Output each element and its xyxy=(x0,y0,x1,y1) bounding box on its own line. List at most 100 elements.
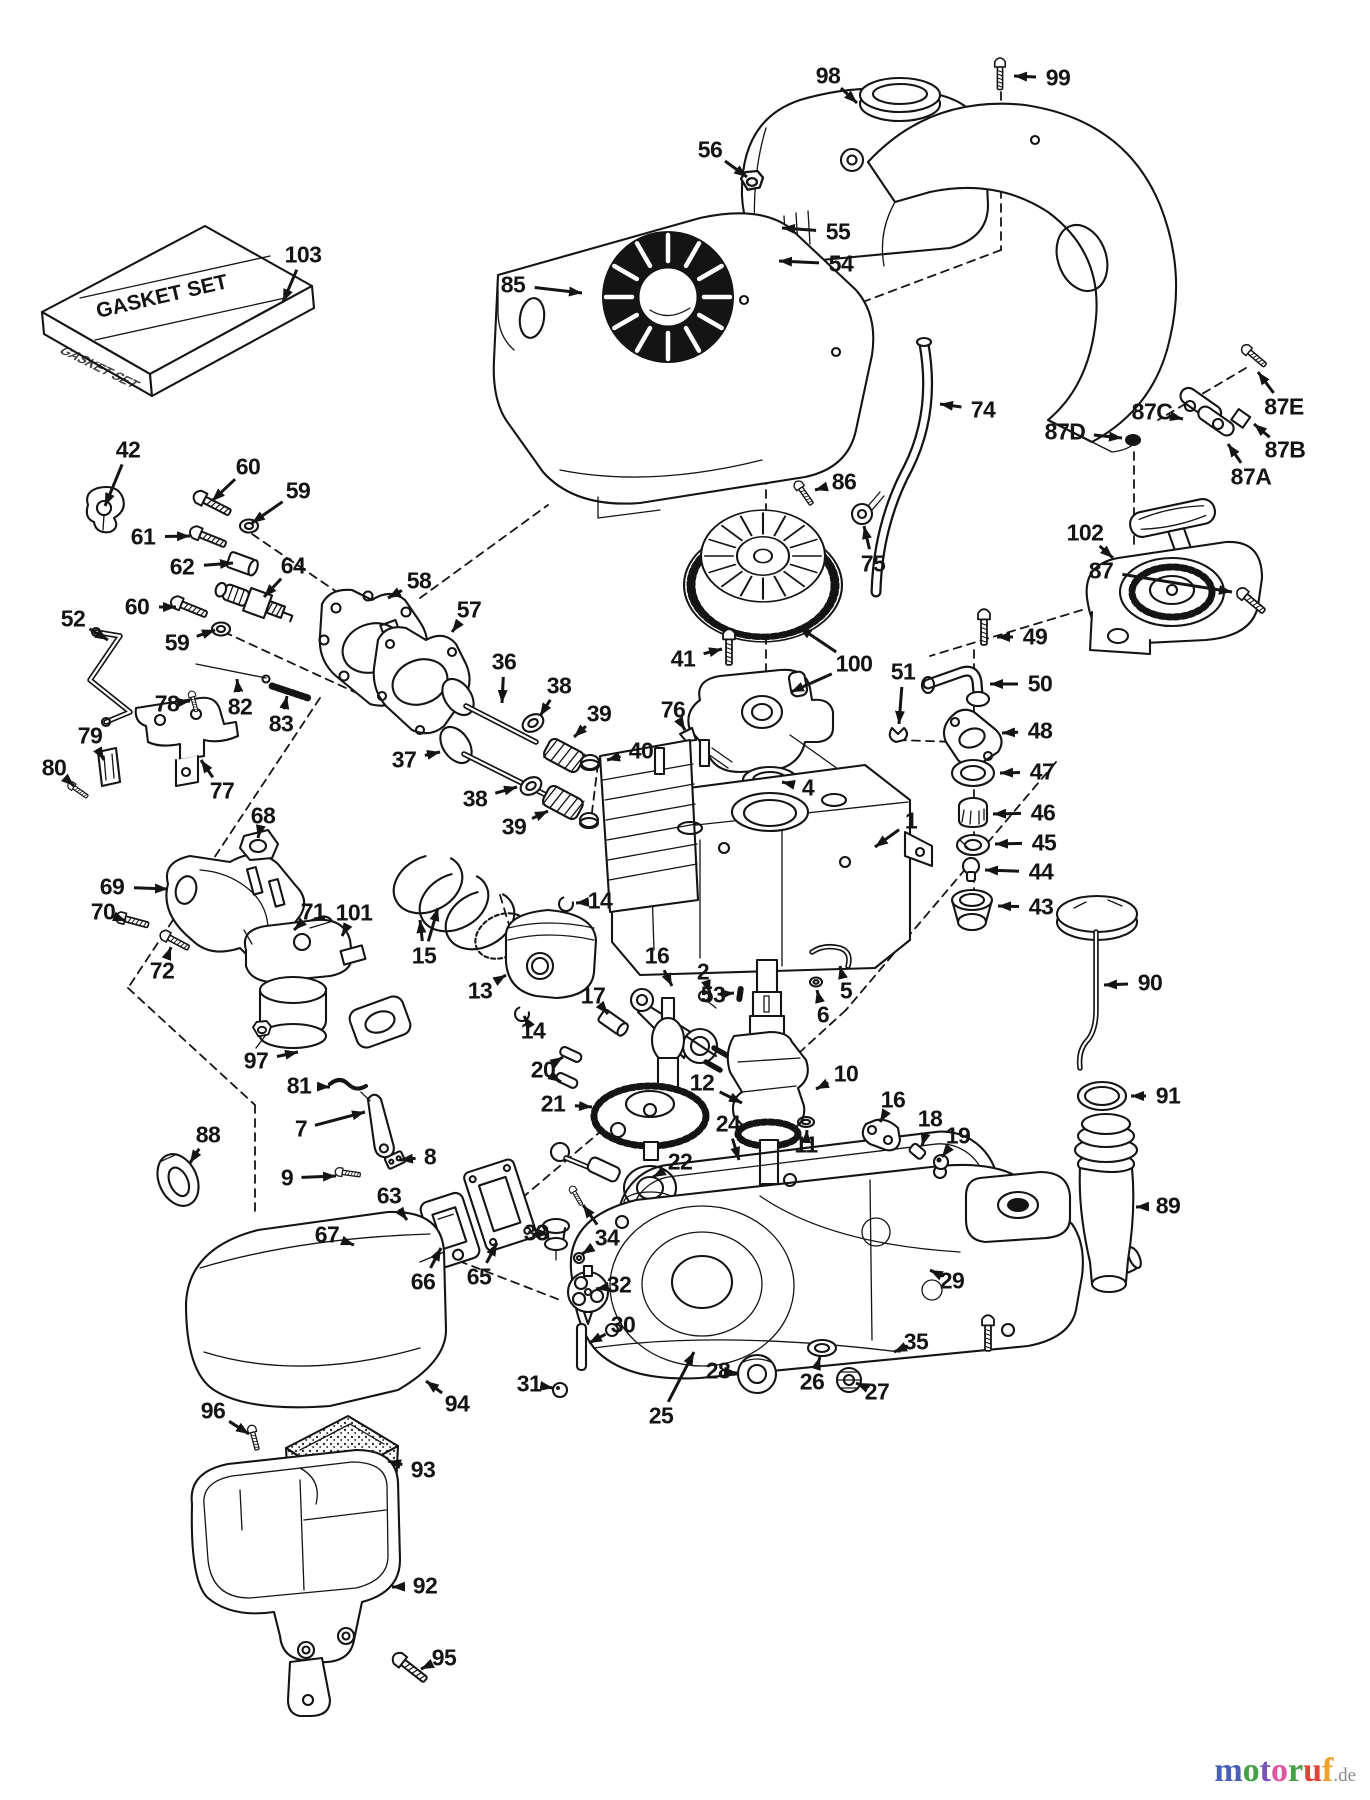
callout-arrow-82 xyxy=(233,678,244,693)
callout-arrow-85 xyxy=(534,286,583,297)
plug-27 xyxy=(835,1366,863,1394)
callout-arrow-12 xyxy=(719,1090,743,1105)
callout-arrow-39 xyxy=(531,809,549,822)
air-cleaner-cover xyxy=(184,1210,448,1409)
pin-clip-14a xyxy=(557,895,575,913)
callout-arrow-39 xyxy=(572,724,587,739)
callout-arrow-88 xyxy=(188,1147,202,1164)
grommet-87d xyxy=(1125,434,1141,446)
callout-arrow-8 xyxy=(399,1153,416,1164)
callout-arrow-62 xyxy=(203,559,234,570)
callout-arrow-45 xyxy=(994,838,1023,849)
callout-arrow-56 xyxy=(724,159,748,179)
spacer-62 xyxy=(225,551,259,577)
callout-arrow-2 xyxy=(701,979,712,994)
engine-side-cover xyxy=(866,102,1178,453)
callout-arrow-20 xyxy=(547,1070,562,1084)
breather-plate-68 xyxy=(238,828,280,862)
callout-arrow-30 xyxy=(588,1332,607,1345)
callout-arrow-15 xyxy=(426,907,440,942)
callout-arrow-99 xyxy=(1013,71,1037,82)
callout-arrow-6 xyxy=(815,989,825,1004)
callout-arrow-31 xyxy=(539,1380,554,1391)
reed-plate-65 xyxy=(463,1158,537,1252)
spring-cap-40a xyxy=(579,753,601,772)
rod-30 xyxy=(575,1322,588,1372)
callout-arrow-52 xyxy=(88,627,109,642)
callout-arrow-67 xyxy=(340,1235,355,1247)
callout-arrow-100 xyxy=(790,672,833,694)
screw-34 xyxy=(567,1184,586,1207)
screw-60a xyxy=(190,487,234,520)
callout-arrow-64 xyxy=(262,577,283,599)
recoil-starter xyxy=(1085,497,1264,656)
callout-arrow-96 xyxy=(228,1420,250,1436)
blower-housing xyxy=(492,212,875,519)
engine-block xyxy=(598,738,934,977)
callout-arrow-55 xyxy=(781,223,817,234)
callout-arrow-16 xyxy=(661,969,674,987)
callout-arrow-47 xyxy=(999,767,1021,778)
callout-arrow-74 xyxy=(939,400,962,411)
callout-arrow-42 xyxy=(103,463,124,507)
callout-arrow-15 xyxy=(416,919,427,942)
breather-elbow-50 xyxy=(920,665,991,708)
callout-arrow-26 xyxy=(811,1356,822,1371)
filter-46 xyxy=(957,796,989,829)
callout-arrow-16 xyxy=(878,1108,891,1123)
callout-arrows xyxy=(61,71,1275,1671)
flange-48 xyxy=(942,708,1003,768)
callout-arrow-76 xyxy=(674,716,687,731)
piston xyxy=(504,908,598,1000)
screw-49 xyxy=(977,608,991,646)
callout-arrow-32 xyxy=(595,1281,610,1292)
callout-arrow-46 xyxy=(992,808,1022,819)
speed-control-linkage xyxy=(1125,386,1252,446)
governor-bracket xyxy=(134,696,240,788)
callout-arrow-68 xyxy=(255,824,266,839)
spring-83 xyxy=(268,682,312,702)
callout-arrow-13 xyxy=(492,973,507,987)
callout-arrow-87E xyxy=(1256,371,1275,394)
screw-86 xyxy=(791,478,817,508)
link-82 xyxy=(195,663,271,684)
callout-arrow-9 xyxy=(301,1171,337,1182)
callout-arrow-10 xyxy=(815,1078,830,1091)
callout-arrow-87 xyxy=(1122,572,1233,595)
callout-arrow-27 xyxy=(855,1381,870,1393)
wrist-pin xyxy=(597,1008,629,1037)
callout-arrow-34 xyxy=(581,1242,596,1256)
governor-spool-2 xyxy=(697,989,717,1009)
washer-59b xyxy=(210,621,232,637)
washer-47 xyxy=(950,758,996,788)
callout-arrow-14 xyxy=(522,1015,535,1030)
watermark-letter: o xyxy=(1270,1752,1288,1789)
callout-arrow-24 xyxy=(730,1138,741,1161)
watermark-logo[interactable]: motoruf.de xyxy=(1214,1752,1356,1790)
clip-51 xyxy=(888,726,909,744)
spring-81 xyxy=(328,1078,368,1091)
watermark-letter: r xyxy=(1287,1752,1304,1789)
screw-99 xyxy=(993,57,1007,91)
callout-arrow-21 xyxy=(574,1101,593,1112)
callout-arrow-57 xyxy=(450,618,464,633)
callout-arrow-59 xyxy=(251,500,284,525)
callout-arrow-60 xyxy=(210,478,237,503)
pin-clip-14b xyxy=(513,1005,531,1023)
ball-31 xyxy=(551,1381,569,1399)
callout-arrow-79 xyxy=(93,746,106,761)
spark-plug xyxy=(214,581,294,623)
callout-arrow-77 xyxy=(199,759,215,779)
governor-rod-52 xyxy=(87,626,133,728)
clip-76 xyxy=(678,726,698,743)
callout-arrow-41 xyxy=(703,647,723,658)
callout-arrow-87D xyxy=(1093,431,1123,442)
callout-arrow-53 xyxy=(720,989,735,1000)
nut-19 xyxy=(932,1153,950,1171)
nut-73 xyxy=(252,1020,272,1038)
callout-arrow-93 xyxy=(387,1459,403,1470)
watermark-letter: t xyxy=(1259,1752,1271,1789)
carburetor xyxy=(243,918,367,1050)
